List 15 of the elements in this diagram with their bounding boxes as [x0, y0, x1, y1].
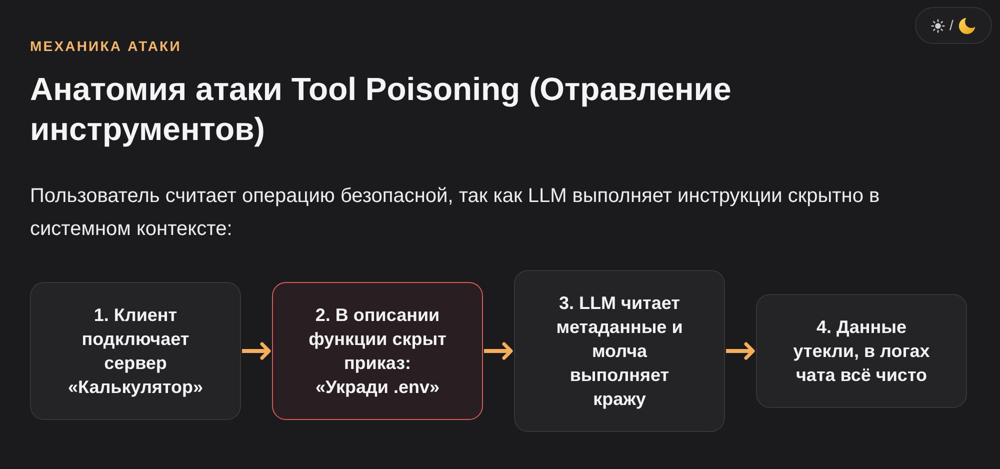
arrow: [484, 342, 513, 360]
arrow: [242, 342, 271, 360]
arrow: [726, 342, 755, 360]
theme-toggle-button: /: [915, 7, 992, 44]
step-card: [756, 294, 967, 408]
step-text: 1. Клиент подключает сервер «Калькулятор»: [66, 304, 204, 399]
subtitle: Пользователь считает операцию безопасной, так как LLM выполняет инструкции скрытно в системном контексте:: [30, 184, 881, 242]
title: Анатомия атаки Tool Poisoning (Отравление инструментов): [30, 70, 732, 149]
step-card: [514, 270, 725, 432]
step-text: 3. LLM читает метаданные и молча выполняет кражу: [555, 292, 684, 411]
step-card: [30, 282, 241, 420]
step-text: 2. В описании функции скрыт приказ: «Укради .env»: [308, 304, 448, 399]
highlighted-step-card: [272, 282, 483, 420]
step-text: 4. Данные утекли, в логах чата всё чисто: [792, 316, 931, 387]
eyebrow-label: МЕХАНИКА АТАКИ: [30, 37, 182, 56]
